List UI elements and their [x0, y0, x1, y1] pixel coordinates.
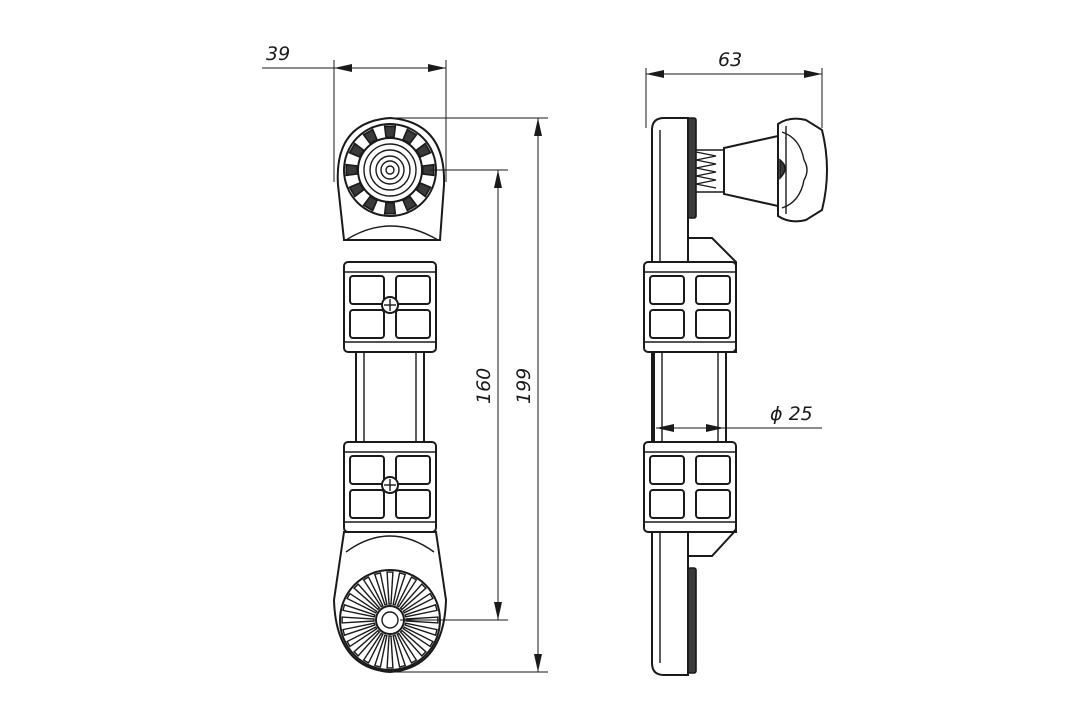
width-dimension-label: 39	[266, 43, 290, 65]
spline-ray	[404, 603, 438, 618]
side-upper-collar	[643, 237, 737, 353]
spline-ray	[402, 626, 434, 648]
bottom-spline-rays	[341, 571, 439, 669]
spline-ray	[386, 571, 394, 605]
spline-ray	[396, 576, 418, 608]
spline-ray	[342, 603, 376, 618]
total-length-dimension-label: 199	[513, 368, 535, 404]
spline-ray	[362, 576, 384, 608]
spline-ray	[342, 622, 376, 637]
spline-ray	[404, 622, 438, 637]
front-view	[332, 116, 448, 674]
spline-ray	[346, 626, 378, 648]
gear-tooth	[383, 125, 397, 138]
hole-spacing-dimension-label: 160	[473, 368, 495, 404]
spline-ray	[341, 616, 375, 624]
side-lower-collar	[643, 441, 737, 557]
side-spring	[695, 149, 726, 193]
spline-ray	[396, 632, 418, 664]
spline-ray	[346, 592, 378, 614]
spline-ray	[353, 583, 381, 611]
front-bottom-mount	[332, 531, 448, 674]
spline-ray	[392, 634, 407, 668]
spline-ray	[353, 629, 381, 657]
spline-ray	[386, 635, 394, 669]
spline-ray	[362, 632, 384, 664]
spline-ray	[373, 634, 388, 668]
spline-ray	[402, 592, 434, 614]
gear-tooth	[383, 202, 397, 215]
side-view	[643, 117, 828, 676]
spline-ray	[373, 572, 388, 606]
front-shaft	[355, 351, 425, 443]
dimension-labels: 39 63 160 199 ϕ 25	[266, 43, 813, 425]
side-width-dimension-label: 63	[718, 49, 742, 71]
dimension-lines	[262, 60, 823, 673]
spline-ray	[399, 629, 427, 657]
top-gear-teeth	[345, 125, 435, 215]
side-knob	[723, 117, 828, 223]
gear-tooth	[345, 163, 358, 177]
diameter-dimension-label: ϕ 25	[770, 403, 813, 425]
spline-ray	[392, 572, 407, 606]
front-upper-collar	[343, 261, 437, 353]
spline-ray	[399, 583, 427, 611]
front-top-head	[336, 116, 446, 241]
front-lower-collar	[343, 441, 437, 533]
